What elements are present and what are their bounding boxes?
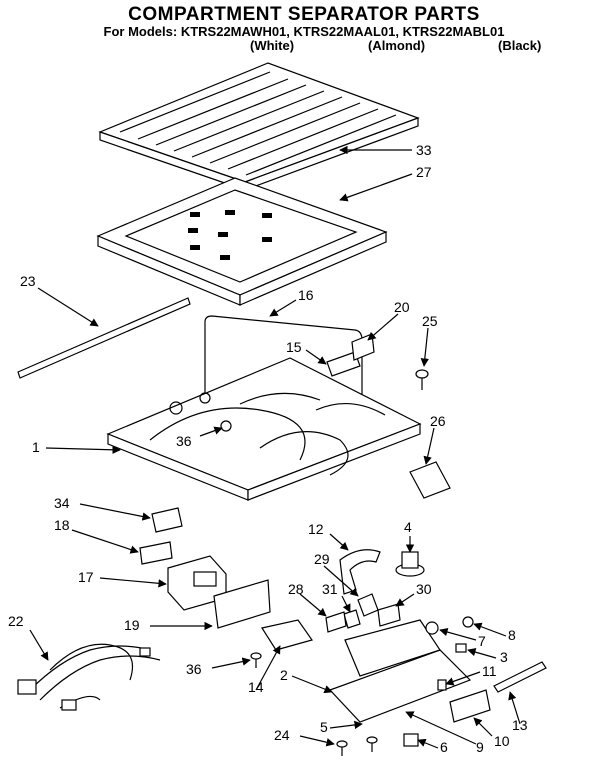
leader-lines [29,145,521,749]
part-2-base-bracket [328,619,472,723]
part-31-clip [343,609,361,629]
callout-16: 16 [298,287,314,303]
callout-9: 9 [476,739,484,755]
part-4-knob [395,551,425,577]
part-28-clip [325,611,347,633]
part-7-fitting [425,621,439,635]
page-title: COMPARTMENT SEPARATOR PARTS [128,4,480,25]
part-30-clip [377,603,401,627]
callout-6: 6 [440,739,448,755]
part-19-cover [213,579,271,629]
callout-10: 10 [494,733,510,749]
callout-labels: 33 27 23 16 20 25 15 1 36 26 34 18 12 4 … [8,142,528,755]
callout-36-upper: 36 [176,433,192,449]
callout-29: 29 [314,551,330,567]
part-8-fitting [462,616,474,628]
callout-36-lower: 36 [186,661,202,677]
part-29-clip [357,593,379,617]
part-13-rod [493,661,547,693]
part-36-screw-upper [220,420,232,432]
callout-17: 17 [78,569,94,585]
part-5-screw [366,736,378,752]
callout-31: 31 [322,581,338,597]
models-line: For Models: KTRS22MAWH01, KTRS22MAAL01, … [103,24,505,39]
part-14-bracket [261,619,313,651]
callout-25: 25 [422,313,438,329]
part-25-screw [415,369,429,390]
callout-20: 20 [394,299,410,315]
variant-almond: (Almond) [368,38,426,53]
callout-13: 13 [512,717,528,733]
callout-34: 34 [54,495,70,511]
callout-19: 19 [124,617,140,633]
part-33-cover-grille [98,62,420,191]
callout-28: 28 [288,581,304,597]
callout-2: 2 [280,667,288,683]
part-23-trim-strip [17,297,191,379]
callout-15: 15 [286,339,302,355]
part-1-separator-pan [106,357,422,501]
part-12-bracket [339,549,381,595]
part-10-bracket [449,689,491,723]
variant-black: (Black) [498,38,542,53]
part-27-separator-frame [96,177,388,306]
callout-3: 3 [500,649,508,665]
part-18-bracket [139,541,173,565]
part-26-bracket [409,461,451,499]
callout-27: 27 [416,164,432,180]
part-11-clip [437,679,447,691]
callout-22: 22 [8,613,24,629]
callout-4: 4 [404,519,412,535]
callout-1: 1 [32,439,40,455]
callout-18: 18 [54,517,70,533]
callout-8: 8 [508,627,516,643]
callout-12: 12 [308,521,324,537]
callout-33: 33 [416,142,432,158]
callout-24: 24 [274,727,290,743]
part-36-screw-lower [250,652,262,668]
part-22-wire-harness [17,643,161,711]
variant-white: (White) [250,38,295,53]
callout-14: 14 [248,679,264,695]
callout-30: 30 [416,581,432,597]
part-6-clip [403,733,419,747]
part-16-wire-tube [204,315,363,450]
part-34-clip [151,507,183,533]
callout-26: 26 [430,413,446,429]
part-24-screw [336,740,348,756]
part-3-clip [455,643,467,653]
callout-23: 23 [20,273,36,289]
callout-7: 7 [478,633,486,649]
callout-5: 5 [320,719,328,735]
part-15-bracket [326,351,361,377]
callout-11: 11 [482,663,497,679]
